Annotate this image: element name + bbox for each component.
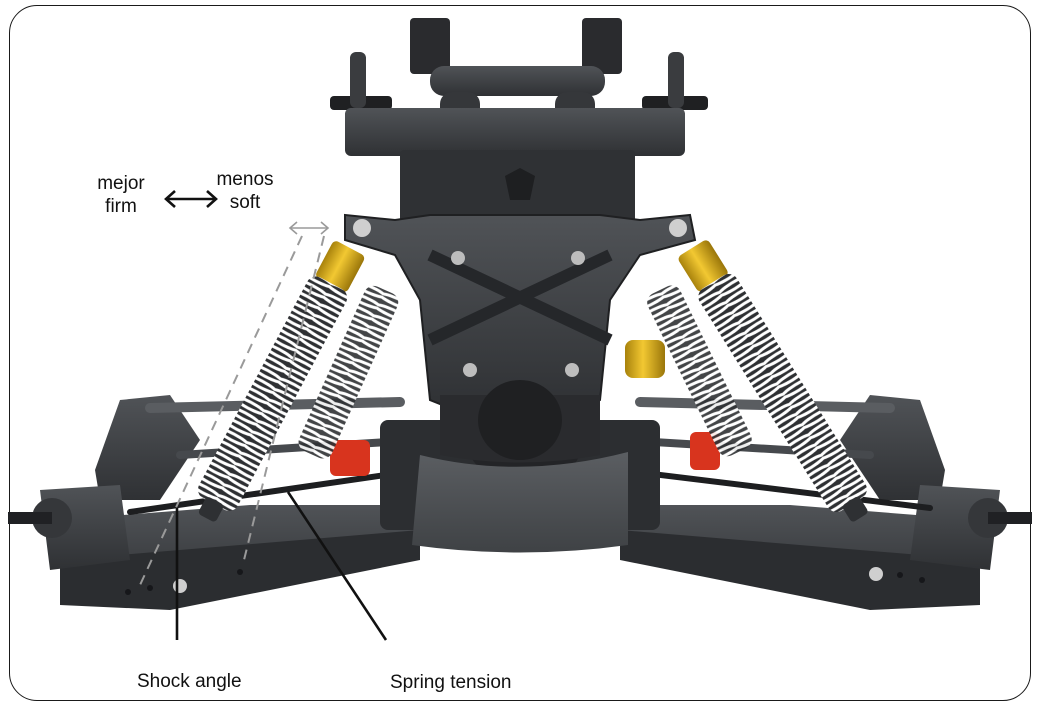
soft-label-english: soft <box>229 192 261 213</box>
shock-angle-label: Shock angle <box>137 671 242 692</box>
double-arrow-icon <box>288 221 330 235</box>
spring-tension-leader-line <box>286 491 388 641</box>
soft-label-group: menos soft <box>210 168 280 214</box>
left-rear-shock <box>298 285 399 459</box>
spring-tension-label: Spring tension <box>390 672 512 693</box>
soft-label-spanish: menos <box>216 169 274 190</box>
body-mount-top <box>330 18 708 261</box>
right-shock-absorber <box>678 240 868 522</box>
shock-tower <box>344 213 697 411</box>
shock-angle-dashed-guide-outer <box>139 235 303 586</box>
double-arrow-icon <box>164 190 218 208</box>
lower-a-arms <box>60 505 980 610</box>
shock-angle-dashed-guide-inner <box>243 235 325 561</box>
firm-label-group: mejor firm <box>86 172 156 218</box>
firm-label-spanish: mejor <box>97 173 145 194</box>
figure-frame <box>9 5 1031 701</box>
firm-label-english: firm <box>105 196 137 217</box>
right-rear-shock <box>647 285 752 457</box>
steering-knuckles <box>8 395 1032 570</box>
front-bumper <box>412 380 628 553</box>
left-shock-absorber <box>197 241 365 522</box>
